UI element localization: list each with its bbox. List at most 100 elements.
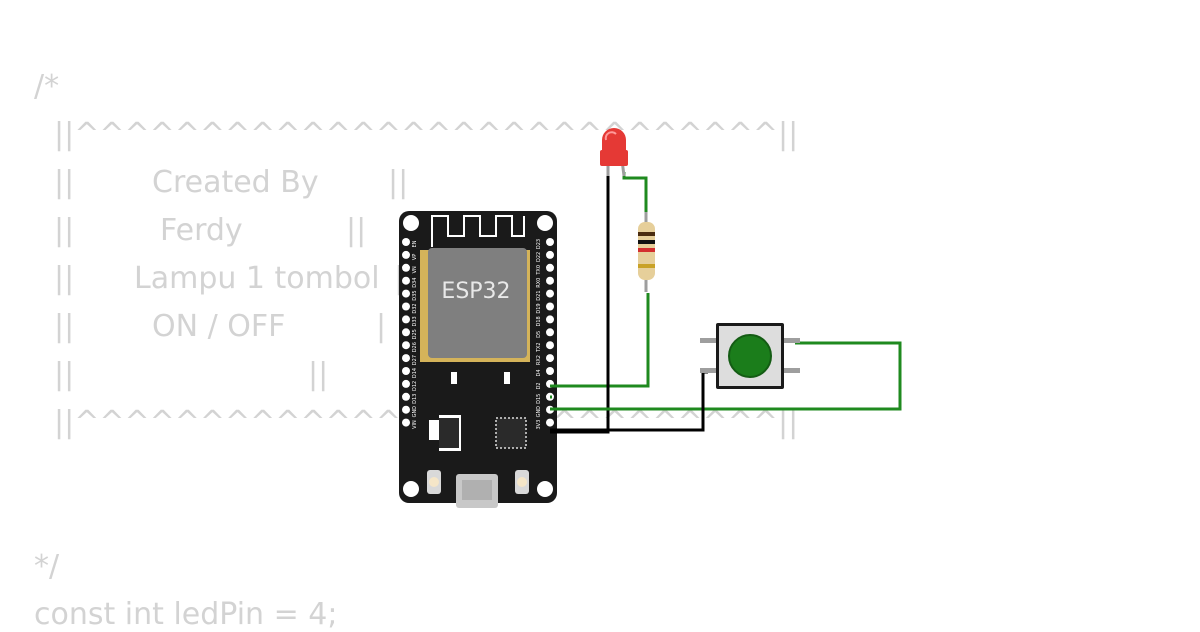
pin-label-d34: D34 <box>412 278 418 288</box>
pin-label-d15: D15 <box>536 394 542 404</box>
pin-rx2[interactable] <box>546 354 554 363</box>
antenna-trace <box>431 215 525 247</box>
comment-border-top: ||^^^^^^^^^^^^^^^^^^^^^^^^^^^^|| <box>54 117 799 152</box>
boot-button[interactable] <box>427 470 441 494</box>
pin-d13[interactable] <box>402 392 410 401</box>
comment-row-right: || <box>346 213 367 248</box>
chip-label: ESP32 <box>441 279 510 304</box>
button-leg <box>782 368 800 373</box>
wire-button-d15 <box>550 341 902 411</box>
comment-created-by: Created By <box>152 165 319 200</box>
pin-label-gnd: GND <box>536 406 542 418</box>
pin-label-d22: D22 <box>536 252 542 262</box>
pin-label-d35: D35 <box>412 290 418 300</box>
pin-d35[interactable] <box>402 289 410 298</box>
pin-vin[interactable] <box>402 418 410 427</box>
pin-label-d32: D32 <box>412 303 418 313</box>
pin-label-d19: D19 <box>536 303 542 313</box>
comment-close: */ <box>34 549 60 584</box>
pin-label-vn: VN <box>412 266 418 273</box>
pin-label-vp: VP <box>412 254 418 260</box>
comment-row-left: || <box>54 261 75 296</box>
pin-d26[interactable] <box>402 341 410 350</box>
pin-label-d2: D2 <box>536 382 542 389</box>
pin-rx0[interactable] <box>546 276 554 285</box>
pin-d4[interactable] <box>546 367 554 375</box>
pin-d32[interactable] <box>402 302 410 311</box>
esp32-module: ESP32 <box>420 248 530 362</box>
pin-label-vin: VIN <box>412 420 418 429</box>
pin-label-d5: D5 <box>536 331 542 338</box>
push-button[interactable] <box>700 323 800 389</box>
pin-label-d21: D21 <box>536 290 542 300</box>
left-pin-header: ENVPVND34D35D32D33D25D26D27D14D12D13GNDV… <box>402 238 418 429</box>
pin-d21[interactable] <box>546 289 554 298</box>
resistor-band-brown <box>638 232 655 236</box>
pin-label-d18: D18 <box>536 316 542 326</box>
button-cap[interactable] <box>729 335 771 377</box>
resistor[interactable] <box>638 212 655 292</box>
en-button[interactable] <box>515 470 529 494</box>
mounting-hole <box>403 215 419 231</box>
comment-row-title: || Lampu 1 tombol || <box>34 261 414 414</box>
wire-led-gnd <box>550 168 610 434</box>
pin-d27[interactable] <box>402 354 410 363</box>
pin-d23[interactable] <box>546 238 554 246</box>
pin-3v3[interactable] <box>546 418 554 427</box>
pin-d18[interactable] <box>546 315 554 324</box>
button-leg <box>700 368 718 373</box>
comment-row-empty: || || <box>34 357 328 480</box>
pin-vn[interactable] <box>402 263 410 272</box>
pin-label-d4: D4 <box>536 369 542 376</box>
pin-d5[interactable] <box>546 328 554 337</box>
mounting-hole <box>537 481 553 497</box>
pin-d19[interactable] <box>546 302 554 311</box>
module-tab <box>451 372 457 384</box>
pin-label-d23: D23 <box>536 239 542 249</box>
pin-label-3v3: 3V3 <box>536 420 542 430</box>
pin-d34[interactable] <box>402 276 410 285</box>
pin-vp[interactable] <box>402 250 410 259</box>
wire-d4-resistor <box>550 293 650 388</box>
usb-chip <box>495 417 527 449</box>
pin-label-d25: D25 <box>412 329 418 339</box>
mounting-hole <box>537 215 553 231</box>
resistor-band-black <box>638 240 655 244</box>
led-highlight <box>604 131 617 141</box>
pin-label-d27: D27 <box>412 355 418 365</box>
pin-tx2[interactable] <box>546 341 554 350</box>
comment-row-left: || <box>54 357 75 392</box>
wire-button-gnd <box>550 370 708 432</box>
led-base <box>600 150 628 166</box>
comment-on-off: ON / OFF <box>152 309 286 344</box>
comment-row-left: || <box>54 309 75 344</box>
pin-label-gnd: GND <box>412 406 418 418</box>
usb-port[interactable] <box>456 474 498 508</box>
comment-row-left: || <box>54 213 75 248</box>
pin-label-d12: D12 <box>412 381 418 391</box>
red-led[interactable] <box>600 128 628 177</box>
button-leg <box>782 338 800 343</box>
pin-d22[interactable] <box>546 250 554 259</box>
module-tab <box>504 372 510 384</box>
pin-label-tx2: TX2 <box>536 342 542 353</box>
esp32-chip <box>428 248 527 358</box>
pin-label-d26: D26 <box>412 342 418 352</box>
pin-d14[interactable] <box>402 367 410 375</box>
pin-label-en: EN <box>412 240 418 247</box>
pin-tx0[interactable] <box>546 263 554 272</box>
right-pin-header: D23D22TX0RX0D21D19D18D5TX2RX2D4D2D15GND3… <box>536 238 554 429</box>
pin-label-d14: D14 <box>412 368 418 378</box>
pin-d33[interactable] <box>402 315 410 324</box>
pin-d25[interactable] <box>402 328 410 337</box>
pin-label-d33: D33 <box>412 316 418 326</box>
pin-label-rx2: RX2 <box>536 355 542 365</box>
pin-en[interactable] <box>402 238 410 246</box>
pin-label-tx0: TX0 <box>536 265 542 276</box>
pin-gnd[interactable] <box>402 405 410 414</box>
pin-d12[interactable] <box>402 379 410 388</box>
resistor-band-red <box>638 248 655 252</box>
button-leg <box>700 338 718 343</box>
